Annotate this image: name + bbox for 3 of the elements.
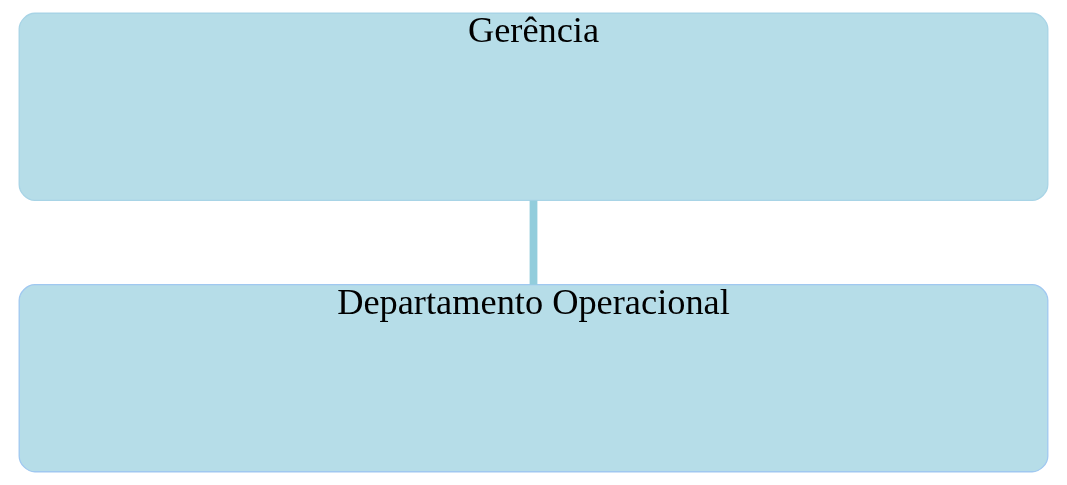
connector (529, 200, 538, 285)
node-box: Gerência (18, 12, 1049, 201)
node-box: Departamento Operacional (18, 284, 1049, 473)
